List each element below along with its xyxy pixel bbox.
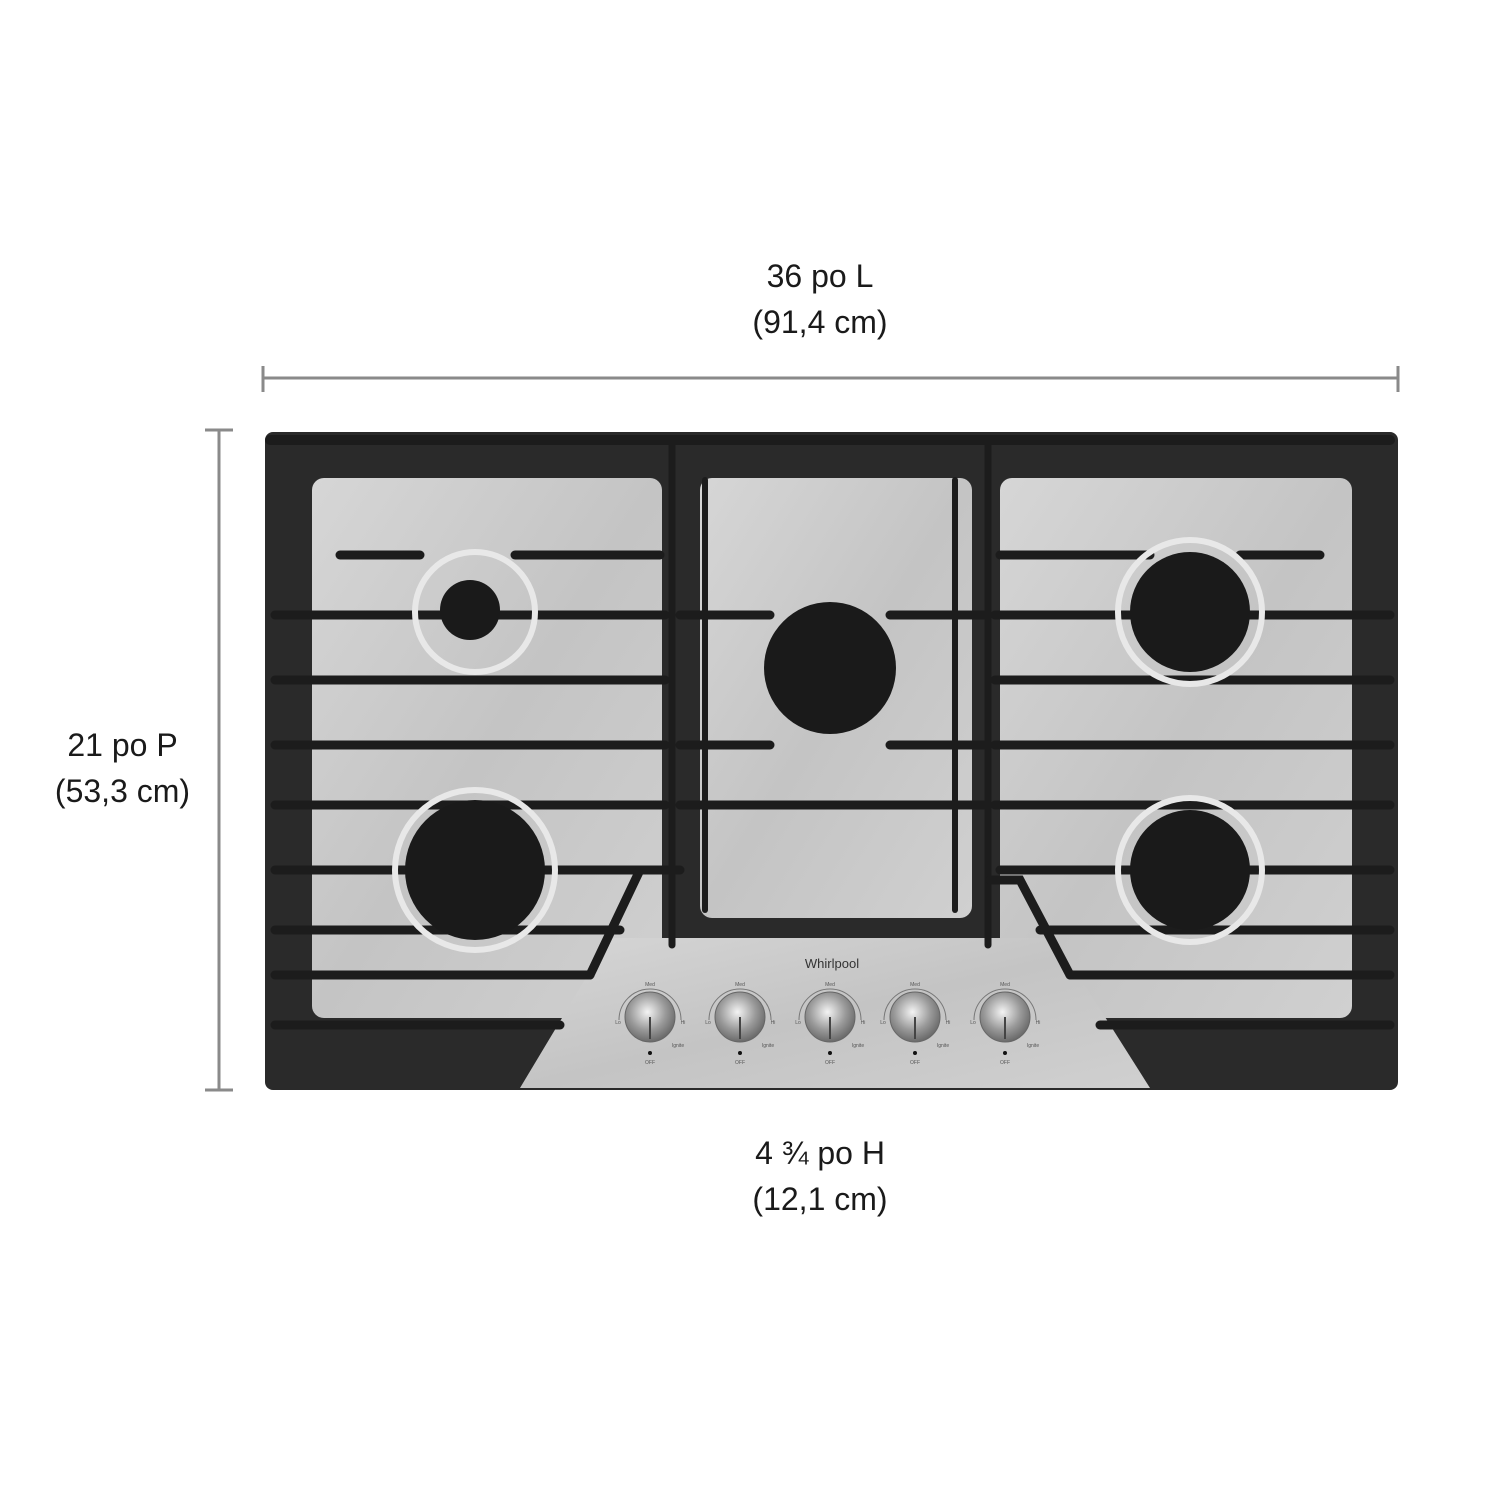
burner-left-rear [412, 549, 538, 675]
width-dimension-label: 36 po L (91,4 cm) [620, 253, 1020, 345]
knob-label-hi: Hi [946, 1020, 951, 1026]
knob-label-ignite: Ignite [937, 1043, 949, 1049]
knob-label-lo: Lo [880, 1020, 886, 1026]
knob-label-off: OFF [825, 1060, 835, 1066]
knob-label-med: Med [645, 982, 655, 988]
knob-label-hi: Hi [1036, 1020, 1041, 1026]
knob-label-lo: Lo [795, 1020, 801, 1026]
burner-left-front [392, 787, 558, 953]
burners [392, 537, 1265, 953]
knob-label-med: Med [825, 982, 835, 988]
knob-label-hi: Hi [861, 1020, 866, 1026]
burner-right-front [1115, 795, 1265, 945]
knob-label-off: OFF [735, 1060, 745, 1066]
knob-label-ignite: Ignite [1027, 1043, 1039, 1049]
height-dimension-label: 4 ¾ po H (12,1 cm) [620, 1130, 1020, 1222]
knob-label-hi: Hi [771, 1020, 776, 1026]
knob-label-lo: Lo [705, 1020, 711, 1026]
knob-label-ignite: Ignite [672, 1043, 684, 1049]
knob-label-off: OFF [645, 1060, 655, 1066]
knob-label-lo: Lo [615, 1020, 621, 1026]
width-imperial: 36 po L [766, 258, 874, 294]
height-imperial: 4 ¾ po H [755, 1135, 885, 1171]
width-metric: (91,4 cm) [752, 304, 888, 340]
cooktop [265, 432, 1398, 1090]
knob-label-ignite: Ignite [852, 1043, 864, 1049]
depth-imperial: 21 po P [67, 727, 178, 763]
knob-label-lo: Lo [970, 1020, 976, 1026]
depth-dimension-line [205, 428, 233, 1092]
depth-metric: (53,3 cm) [54, 773, 191, 809]
burner-right-rear [1115, 537, 1265, 687]
knob-label-hi: Hi [681, 1020, 686, 1026]
knob-label-med: Med [1000, 982, 1010, 988]
width-dimension-line [261, 366, 1400, 392]
knob-label-off: OFF [1000, 1060, 1010, 1066]
knob-label-med: Med [735, 982, 745, 988]
knob-label-ignite: Ignite [762, 1043, 774, 1049]
knob-label-med: Med [910, 982, 920, 988]
burner-center [764, 602, 896, 734]
brand-logo: Whirlpool [805, 956, 859, 971]
depth-dimension-label: 21 po P (53,3 cm) [20, 722, 225, 814]
height-metric: (12,1 cm) [752, 1181, 888, 1217]
knob-label-off: OFF [910, 1060, 920, 1066]
